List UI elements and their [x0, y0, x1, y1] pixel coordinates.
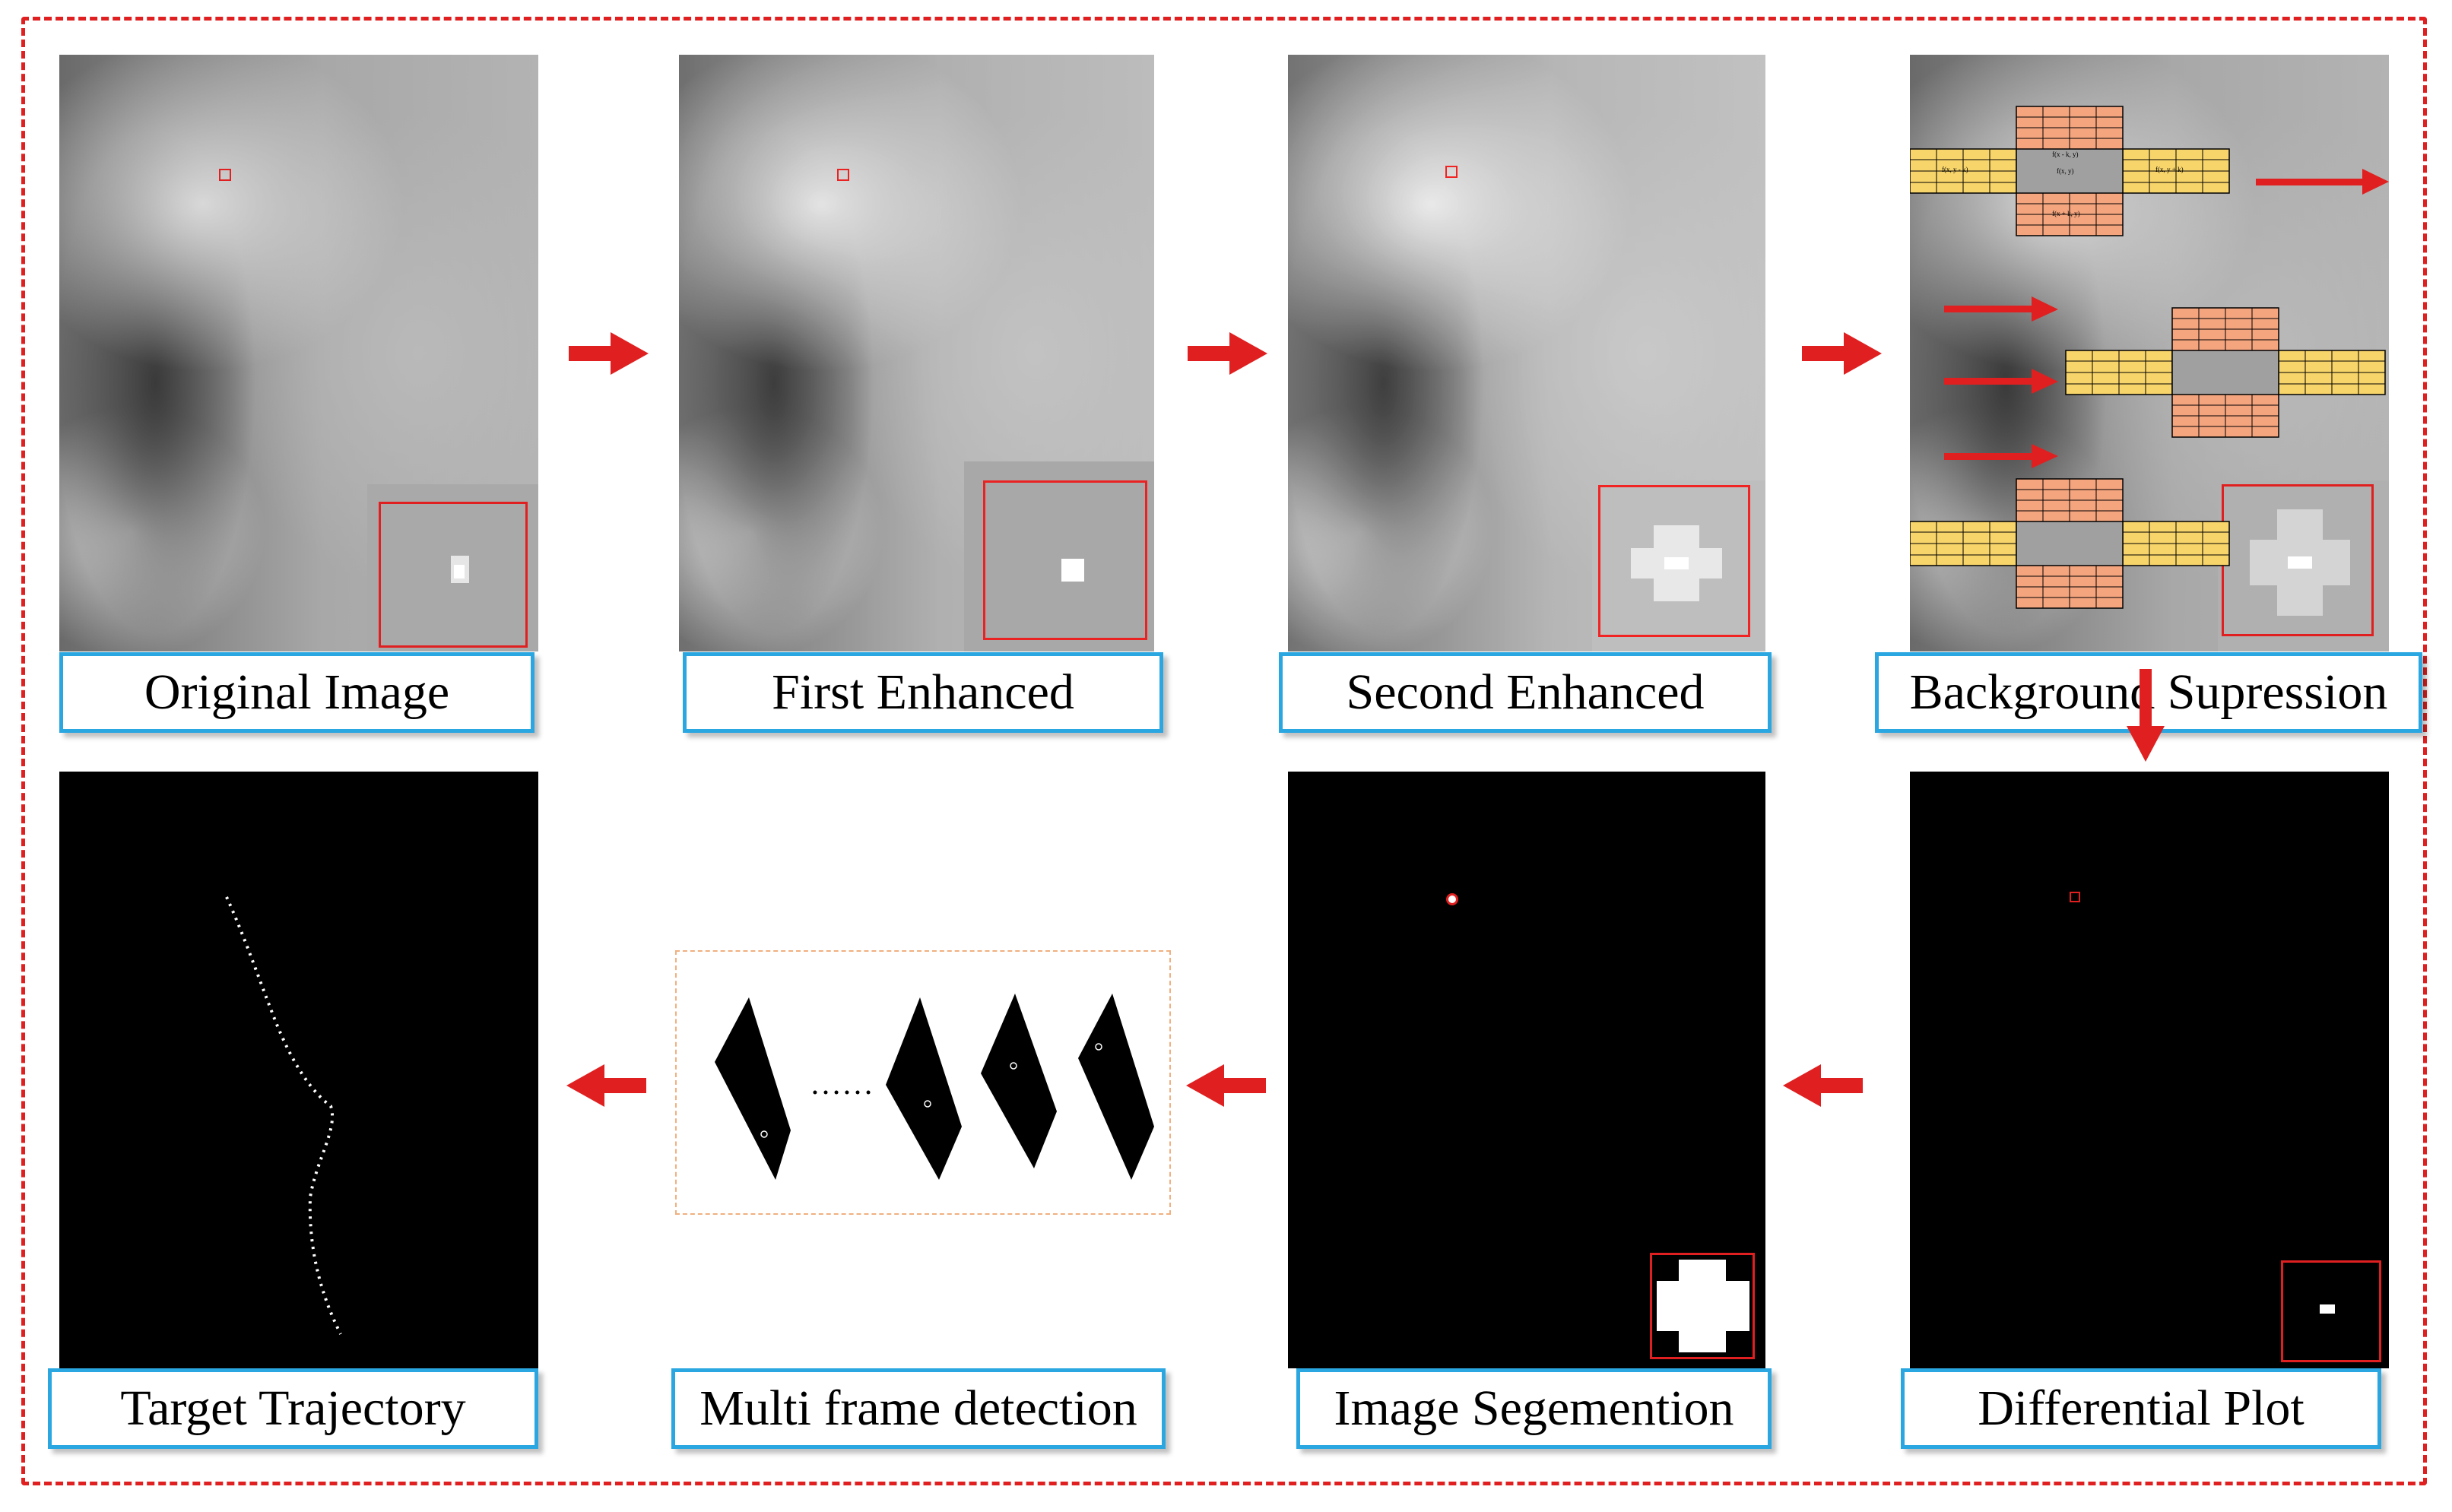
zoom-inset	[379, 502, 528, 648]
differential-plot-panel	[1910, 772, 2389, 1368]
cell-label-top: f(x - k, y)	[2052, 151, 2079, 158]
target-trajectory-panel	[59, 772, 538, 1368]
caption-first-enhanced: First Enhanced	[683, 652, 1163, 733]
trajectory-path	[225, 896, 342, 1335]
zoom-inset	[2281, 1260, 2381, 1362]
target-blob	[1446, 893, 1458, 905]
caption-second-enhanced: Second Enhanced	[1279, 652, 1772, 733]
image-segmentation-panel	[1288, 772, 1765, 1368]
window-grids	[1910, 106, 2389, 609]
zoom-inset	[1598, 485, 1750, 637]
ellipsis-text: ……	[810, 1067, 874, 1102]
inset-background	[964, 461, 1154, 651]
target-marker	[2070, 892, 2080, 902]
caption-multi-frame-detection: Multi frame detection	[671, 1368, 1166, 1449]
arrow-down-icon	[2127, 669, 2165, 762]
background-suppression-panel: f(x - k, y) f(x, y - k) f(x, y) f(x, y +…	[1910, 55, 2389, 651]
target-marker	[219, 169, 231, 181]
arrow-left-icon	[1783, 1064, 1863, 1107]
caption-target-trajectory: Target Trajectory	[48, 1368, 538, 1449]
arrow-right-icon	[569, 332, 649, 375]
caption-differential-plot: Differential Plot	[1901, 1368, 2381, 1449]
zoom-inset	[1650, 1253, 1755, 1359]
zoom-inset	[2222, 484, 2374, 636]
arrow-left-icon	[1186, 1064, 1266, 1107]
cell-label-left: f(x, y - k)	[1942, 166, 1968, 173]
cell-label-bottom: f(x + k, y)	[2052, 210, 2080, 217]
arrow-right-icon	[1802, 332, 1882, 375]
target-marker	[837, 169, 849, 181]
arrow-right-icon	[1188, 332, 1267, 375]
cell-label-center: f(x, y)	[2057, 167, 2074, 175]
frame-stack	[715, 994, 1154, 1180]
first-enhanced-panel	[679, 55, 1154, 651]
zoom-inset	[983, 480, 1147, 640]
outer-frame	[21, 17, 2427, 1485]
target-marker	[1445, 166, 1458, 178]
original-image-panel	[59, 55, 538, 651]
caption-image-segemention: Image Segemention	[1296, 1368, 1772, 1449]
caption-original-image: Original Image	[59, 652, 534, 733]
second-enhanced-panel	[1288, 55, 1765, 651]
multi-frame-box: ……	[675, 950, 1171, 1215]
cell-label-right: f(x, y + k)	[2155, 166, 2184, 173]
arrow-left-icon	[566, 1064, 646, 1107]
